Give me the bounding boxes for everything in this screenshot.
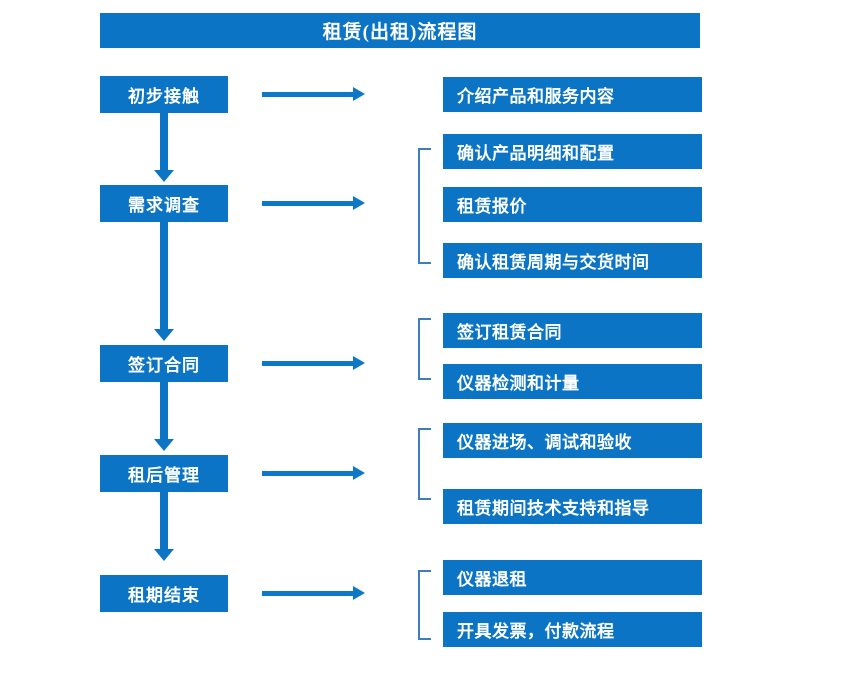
detail-node-instrument-inspection[interactable]: 仪器检测和计量 xyxy=(443,364,702,399)
flow-arrow-down-4 xyxy=(154,492,174,561)
detail-node-introduce-products[interactable]: 介绍产品和服务内容 xyxy=(443,77,702,112)
flow-arrow-down-2 xyxy=(154,222,174,341)
flow-arrow-right-3 xyxy=(262,356,365,370)
stage-node-post-rental-management[interactable]: 租后管理 xyxy=(100,455,228,492)
flow-arrow-right-4 xyxy=(262,466,365,480)
group-bracket-requirement-survey xyxy=(418,148,431,264)
detail-node-instrument-entry-commission[interactable]: 仪器进场、调试和验收 xyxy=(443,423,702,458)
group-bracket-lease-end xyxy=(418,570,431,640)
group-bracket-sign-contract xyxy=(418,318,431,380)
flow-arrow-right-1 xyxy=(262,87,365,101)
detail-node-confirm-product-spec[interactable]: 确认产品明细和配置 xyxy=(443,134,702,169)
flow-arrow-down-3 xyxy=(154,382,174,451)
detail-node-confirm-period-delivery[interactable]: 确认租赁周期与交货时间 xyxy=(443,243,702,278)
diagram-title: 租赁(出租)流程图 xyxy=(100,13,700,48)
detail-node-rental-quotation[interactable]: 租赁报价 xyxy=(443,187,702,222)
stage-node-requirement-survey[interactable]: 需求调查 xyxy=(100,185,228,222)
detail-node-sign-lease-agreement[interactable]: 签订租赁合同 xyxy=(443,313,702,348)
flow-arrow-right-5 xyxy=(262,586,365,600)
group-bracket-post-rental-management xyxy=(418,428,431,500)
flow-arrow-down-1 xyxy=(154,113,174,182)
detail-node-technical-support[interactable]: 租赁期间技术支持和指导 xyxy=(443,489,702,524)
stage-node-initial-contact[interactable]: 初步接触 xyxy=(100,76,228,113)
stage-node-sign-contract[interactable]: 签订合同 xyxy=(100,345,228,382)
detail-node-invoice-payment[interactable]: 开具发票，付款流程 xyxy=(443,612,702,647)
flow-arrow-right-2 xyxy=(262,196,365,210)
detail-node-instrument-return[interactable]: 仪器退租 xyxy=(443,560,702,595)
stage-node-lease-end[interactable]: 租期结束 xyxy=(100,575,228,612)
